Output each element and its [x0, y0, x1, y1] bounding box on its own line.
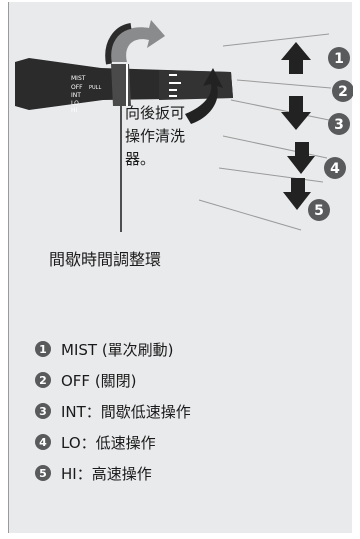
guide-line-6 — [198, 199, 302, 231]
mist-up-arrow-icon — [281, 42, 311, 74]
svg-text:4: 4 — [330, 161, 340, 177]
wiper-stalk-illustration: MIST OFF INT LO HI PULL 1 — [15, 20, 353, 232]
legend-text-1: MIST (單次刷動) — [61, 340, 174, 359]
guide-line-4 — [222, 135, 328, 159]
position-badge-2: 2 — [332, 80, 353, 102]
legend-item-hi: 5 HI：高速操作 — [35, 464, 191, 483]
legend-item-off: 2 OFF (關閉) — [35, 371, 191, 390]
guide-line-5 — [218, 167, 324, 183]
tip-symbols — [169, 74, 181, 97]
legend-number-4: 4 — [35, 434, 51, 450]
position-legend: 1 MIST (單次刷動) 2 OFF (關閉) 3 INT：間歇低速操作 4 … — [35, 340, 191, 495]
guide-line-1 — [222, 33, 330, 47]
stalk-label-hi: HI — [71, 107, 78, 114]
legend-text-5: HI：高速操作 — [61, 464, 152, 483]
svg-text:3: 3 — [334, 117, 344, 133]
washer-callout: 向後扳可 操作清洗 器。 — [125, 102, 211, 171]
legend-item-lo: 4 LO：低速操作 — [35, 433, 191, 452]
legend-item-mist: 1 MIST (單次刷動) — [35, 340, 191, 359]
svg-text:5: 5 — [314, 203, 324, 219]
svg-text:1: 1 — [334, 51, 344, 67]
callout-line-1: 向後扳可 — [125, 104, 186, 122]
guide-line-3 — [230, 99, 330, 121]
rotate-arrow-icon — [110, 20, 165, 62]
stalk-label-lo: LO — [71, 100, 79, 107]
legend-number-3: 3 — [35, 403, 51, 419]
legend-text-2: OFF (關閉) — [61, 371, 137, 390]
rotate-arrow-back — [105, 23, 132, 65]
position-badge-4: 4 — [324, 157, 346, 179]
ring-caption: 間歇時間調整環 — [49, 250, 162, 269]
stalk-label-pull: PULL — [89, 85, 101, 91]
manual-panel: MIST OFF INT LO HI PULL 1 — [8, 2, 353, 533]
legend-item-int: 3 INT：間歇低速操作 — [35, 402, 191, 421]
legend-number-5: 5 — [35, 465, 51, 481]
position-badge-5: 5 — [308, 199, 330, 221]
legend-number-1: 1 — [35, 341, 51, 357]
int-down-arrow-icon — [281, 96, 311, 130]
position-badge-3: 3 — [328, 113, 350, 135]
lo-down-arrow-icon — [287, 142, 315, 174]
callout-line-2: 操作清洗 — [125, 127, 186, 145]
hi-down-arrow-icon — [283, 178, 311, 210]
stalk-label-mist: MIST — [71, 75, 86, 82]
legend-number-2: 2 — [35, 372, 51, 388]
stalk-label-int: INT — [71, 92, 81, 99]
position-badge-1: 1 — [328, 47, 350, 69]
stalk-label-off: OFF — [71, 84, 83, 91]
pull-arrow-icon — [185, 68, 223, 124]
guide-line-2 — [236, 79, 332, 89]
callout-line-3: 器。 — [125, 150, 156, 168]
legend-text-4: LO：低速操作 — [61, 433, 156, 452]
legend-text-3: INT：間歇低速操作 — [61, 402, 191, 421]
svg-text:2: 2 — [338, 84, 348, 100]
